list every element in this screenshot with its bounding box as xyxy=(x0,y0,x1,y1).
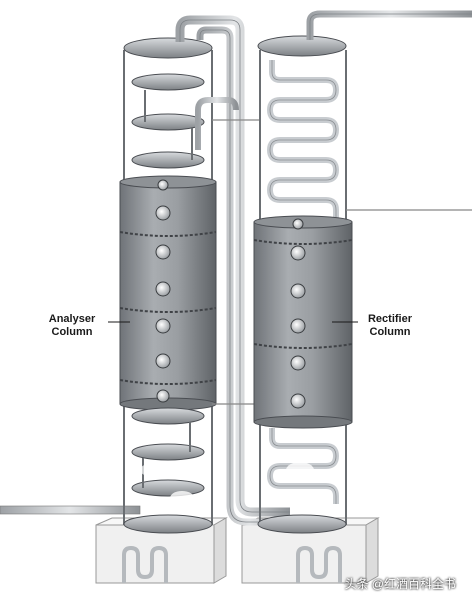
analyser-sight-ports xyxy=(155,179,171,403)
source-watermark: 头条 @红酒百科全书 xyxy=(344,577,456,591)
vapour-pipes xyxy=(175,15,300,526)
rectifier-label-line1: Rectifier xyxy=(367,313,413,325)
analyser-label-line1: Analyser xyxy=(48,313,96,325)
analyser-column xyxy=(119,37,217,534)
wash-coil-upper xyxy=(266,60,340,218)
rectifier-column-label: Rectifier Column xyxy=(358,313,422,339)
analyser-column-label: Analyser Column xyxy=(36,313,108,339)
analyser-label-line2: Column xyxy=(51,326,93,338)
rectifier-label-line2: Column xyxy=(369,326,411,338)
wash-inlet-pipe xyxy=(0,505,141,515)
rectifier-sight-ports xyxy=(290,218,306,409)
rectifier-column xyxy=(253,10,472,534)
